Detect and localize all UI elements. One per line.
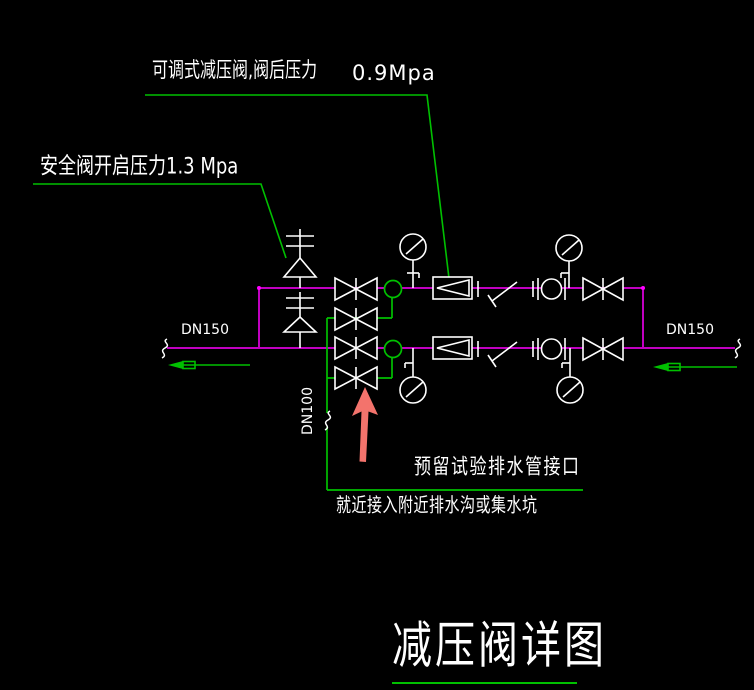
prv-pressure-value: 0.9Mpa xyxy=(352,61,436,85)
drawing-title: 减压阀详图 xyxy=(392,617,607,675)
pressure-gauge-icon xyxy=(399,348,427,404)
y-strainer-icon xyxy=(477,341,534,368)
flow-arrow-right-icon xyxy=(653,362,737,372)
pipe-break-icon xyxy=(161,338,169,359)
safety-valve-annotation: 安全阀开启压力1.3 Mpa xyxy=(40,153,239,180)
leader-line-safety xyxy=(33,183,287,259)
gate-valve-icon xyxy=(334,306,378,332)
pressure-gauge-icon xyxy=(399,233,427,288)
pipe-break-icon xyxy=(734,338,742,359)
flexible-joint-icon xyxy=(537,338,566,360)
pipe-junction-dot xyxy=(257,286,261,290)
safety-valve-icon xyxy=(282,229,318,288)
pipe-junction-dot xyxy=(641,286,645,290)
gate-valve-icon xyxy=(582,276,624,302)
leader-lines xyxy=(33,94,577,684)
test-cock-icon xyxy=(383,279,403,299)
drain-connection-note: 就近接入附近排水沟或集水坑 xyxy=(336,493,538,517)
pressure-reducing-valve-icon xyxy=(432,336,473,360)
gate-valve-icon xyxy=(334,365,378,391)
pressure-gauge-icon xyxy=(556,348,584,404)
leader-line-prv xyxy=(145,94,452,296)
pipe-size-label-right: DN150 xyxy=(666,322,714,338)
gate-valve-icon xyxy=(582,336,624,362)
gate-valve-icon xyxy=(334,276,378,302)
prv-annotation-label: 可调式减压阀,阀后压力 xyxy=(152,57,318,83)
pressure-gauge-icon xyxy=(555,234,583,288)
pressure-reducing-valve-icon xyxy=(432,276,473,300)
drain-size-label: DN100 xyxy=(300,387,316,435)
y-strainer-icon xyxy=(477,281,534,308)
pipe-break-icon xyxy=(324,410,332,431)
test-cock-icon xyxy=(383,339,403,359)
gate-valve-icon xyxy=(334,335,378,361)
highlight-arrow-icon xyxy=(352,387,378,462)
test-drain-note: 预留试验排水管接口 xyxy=(414,454,581,480)
flexible-joint-icon xyxy=(537,278,566,300)
pipe-size-label-left: DN150 xyxy=(181,322,229,338)
safety-valve-icon xyxy=(281,292,319,348)
flow-arrow-left-icon xyxy=(168,360,250,370)
pipe-breaks xyxy=(161,338,742,431)
